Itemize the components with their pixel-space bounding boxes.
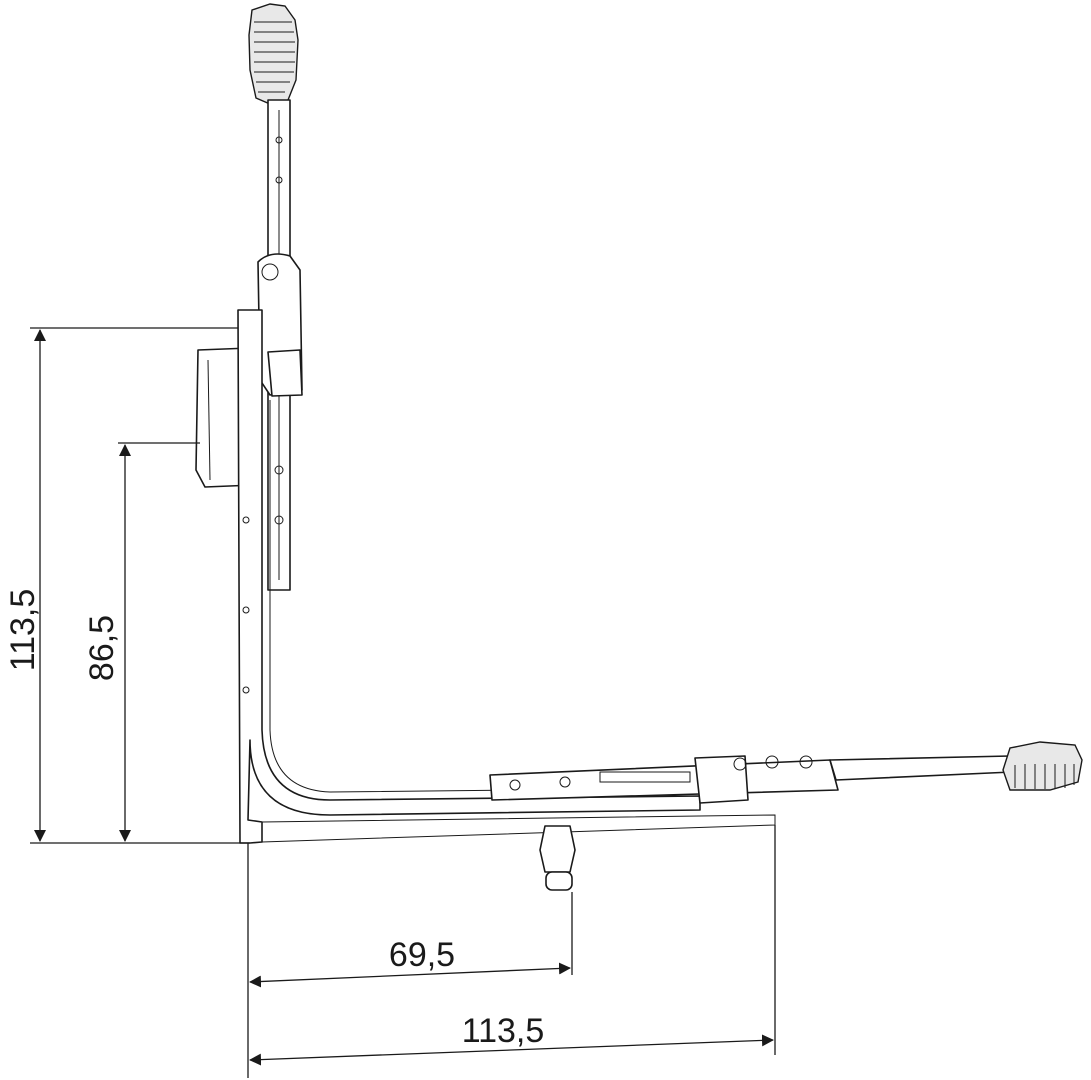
dim-horizontal-inner — [249, 962, 571, 988]
right-grip — [1002, 741, 1083, 791]
label-horizontal-total: 113,5 — [462, 1012, 545, 1050]
dim-horizontal-total — [249, 1034, 774, 1066]
extension-lines — [30, 327, 776, 1078]
corner-drive-part — [195, 3, 1083, 891]
label-vertical-inner: 86,5 — [83, 615, 121, 681]
top-grip — [248, 3, 299, 105]
label-vertical-total: 113,5 — [4, 589, 42, 672]
label-horizontal-inner: 69,5 — [389, 936, 455, 974]
bolt — [539, 825, 576, 873]
